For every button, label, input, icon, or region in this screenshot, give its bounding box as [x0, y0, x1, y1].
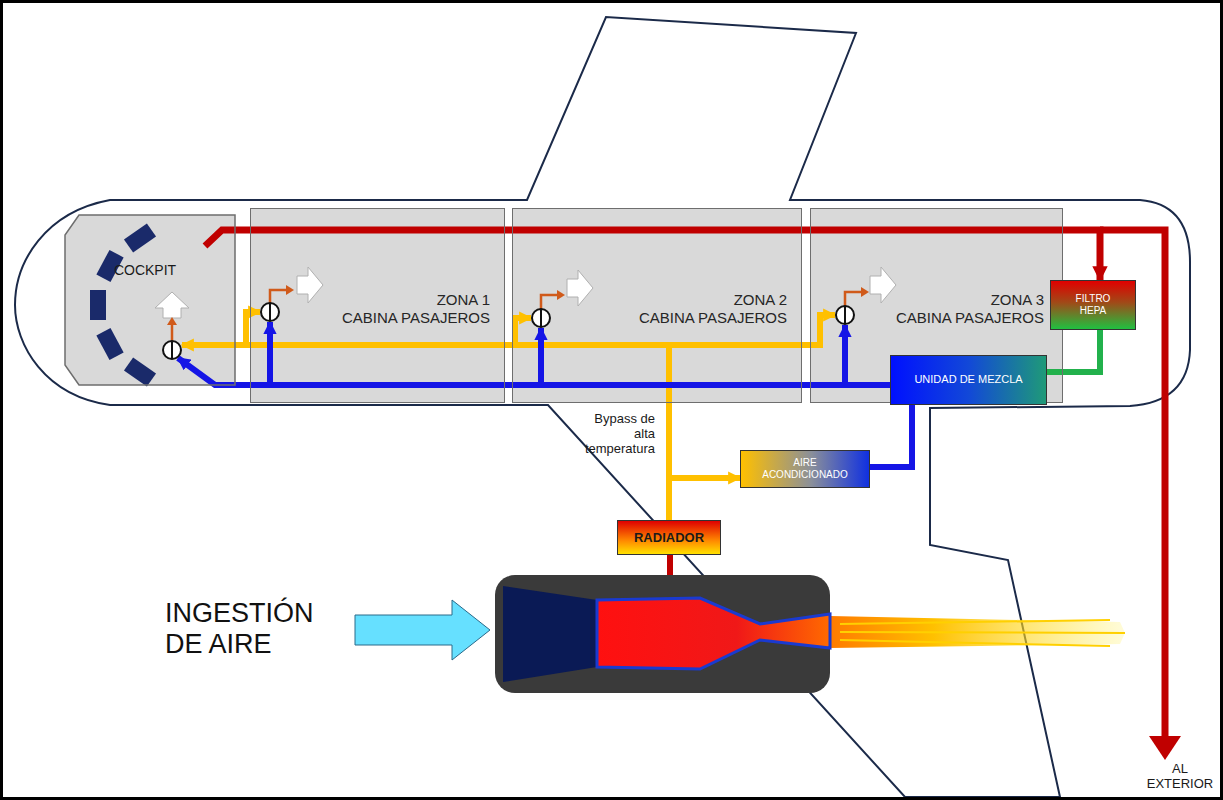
cockpit-area: COCKPIT: [65, 215, 235, 385]
intake-label: INGESTIÓN DE AIRE: [165, 598, 318, 660]
air-conditioning-box: AIRE ACONDICIONADO: [740, 450, 870, 488]
node-text: ZONA 1 CABINA PASAJEROS: [335, 291, 490, 327]
flow-arrow: [155, 292, 189, 318]
node-text: RADIADOR: [634, 530, 704, 546]
streak: [840, 632, 1125, 633]
air-duct-connector: [205, 230, 1100, 280]
outlet-head: [861, 287, 869, 297]
engine-flame: [830, 616, 1125, 648]
streak: [840, 620, 1110, 624]
air-duct-connector: [870, 405, 912, 467]
air-duct-connector: [270, 322, 890, 385]
bypass-label: Bypass de alta temperatura: [580, 412, 655, 457]
valve-gate: [269, 303, 271, 321]
label-holder: INGESTIÓN DE AIRE: [165, 598, 318, 660]
mixing-valve: [836, 306, 854, 324]
engine-inlet: [503, 586, 597, 682]
node-text: ZONA 3 CABINA PASAJEROS: [889, 291, 1044, 327]
hepa-filter-box: FILTRO HEPA: [1050, 280, 1136, 330]
node-text: UNIDAD DE MEZCLA: [914, 373, 1022, 386]
air-duct-connector: [541, 328, 890, 385]
outlet-arrow: [541, 295, 557, 309]
streak: [840, 640, 1110, 646]
cockpit-outline: [65, 215, 235, 385]
cabin-zone: ZONA 1 CABINA PASAJEROS: [250, 208, 505, 403]
node-text: COCKPIT: [114, 262, 176, 279]
intake-arrow: [355, 600, 490, 660]
pilot-seats: [90, 223, 156, 386]
engine-core: [597, 598, 830, 669]
valve-gate: [171, 341, 173, 359]
mixing-valve: [163, 341, 181, 359]
outlet-head: [557, 290, 565, 300]
flow-arrow: [567, 270, 593, 306]
outlet-arrow: [171, 324, 174, 341]
outlet-head: [286, 285, 294, 295]
radiator-box: RADIADOR: [617, 520, 721, 555]
engine-nacelle: [495, 575, 830, 693]
cabin-floor: [250, 208, 505, 403]
mixing-unit-box: UNIDAD DE MEZCLA: [890, 355, 1047, 405]
aircraft-outline: [15, 17, 1190, 797]
seat: [96, 328, 123, 360]
exhaust-label: AL EXTERIOR: [1145, 762, 1216, 792]
mixing-valve: [532, 309, 550, 327]
air-duct-connector: [182, 345, 669, 520]
cabin-zone: ZONA 2 CABINA PASAJEROS: [512, 208, 802, 403]
cockpit-border: [65, 215, 235, 385]
seat: [90, 290, 106, 320]
mixing-valve: [261, 303, 279, 321]
outlet-arrow: [845, 292, 861, 306]
air-duct-connector: [845, 325, 890, 385]
node-text: FILTRO HEPA: [1074, 293, 1113, 317]
label-holder: Bypass de alta temperatura: [580, 412, 655, 457]
cabin-floor: [512, 208, 802, 403]
node-text: AIRE ACONDICIONADO: [760, 457, 850, 481]
exhaust-arrowhead: [1149, 736, 1181, 760]
valve-gate: [844, 306, 846, 324]
flow-arrow: [870, 267, 896, 303]
air-duct-connector: [178, 358, 890, 385]
exhaust-streaks: [840, 620, 1125, 646]
flow-arrow: [297, 267, 323, 303]
seat: [124, 223, 156, 252]
outlet-arrow: [270, 290, 286, 303]
air-duct-connector: [669, 478, 740, 520]
outlet-head: [167, 317, 177, 325]
node-text: ZONA 2 CABINA PASAJEROS: [632, 291, 787, 327]
seat: [124, 357, 156, 386]
label-holder: AL EXTERIOR: [1145, 762, 1216, 792]
valve-gate: [540, 309, 542, 327]
air-duct-connector: [1047, 330, 1100, 372]
outlet-arrows: [172, 290, 861, 341]
